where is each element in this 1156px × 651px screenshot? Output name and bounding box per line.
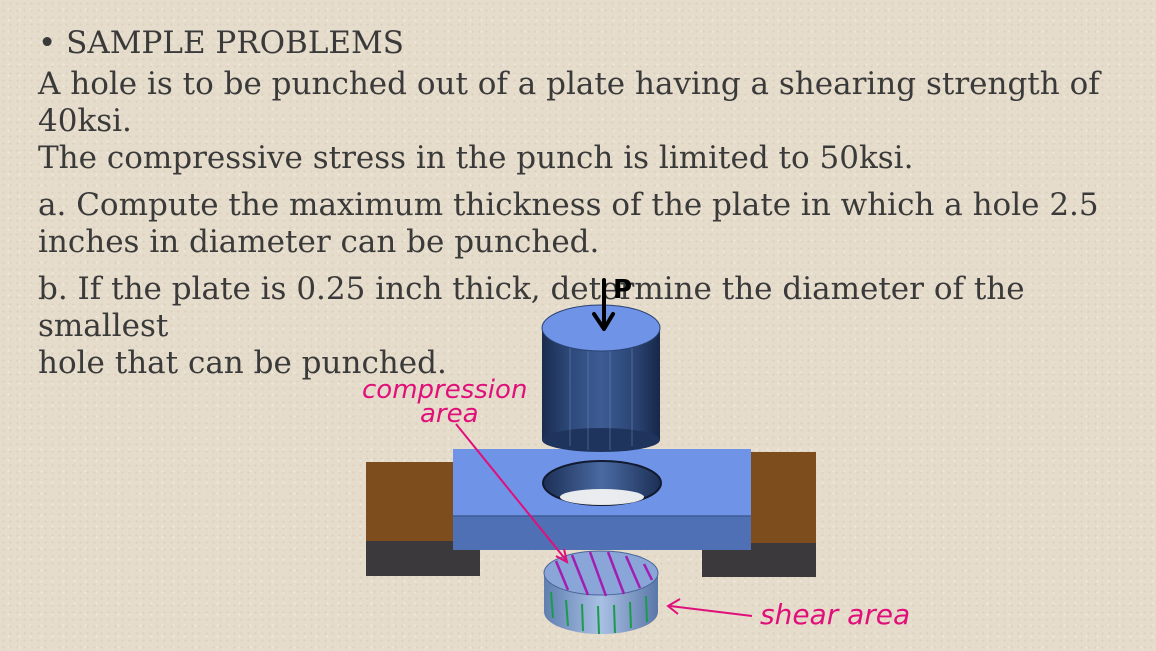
problem-statement-line-2: The compressive stress in the punch is l… (38, 140, 914, 176)
plate (453, 449, 751, 550)
load-arrow: P (592, 275, 632, 331)
problem-statement: A hole is to be punched out of a plate h… (38, 66, 1138, 177)
part-a-line-1: a. Compute the maximum thickness of the … (38, 187, 1099, 223)
load-label: P (613, 275, 632, 305)
part-b: b. If the plate is 0.25 inch thick, dete… (38, 271, 1138, 382)
part-a-line-2: inches in diameter can be punched. (38, 224, 600, 260)
compression-label-line-2: area (420, 399, 479, 429)
slide-text-block: • SAMPLE PROBLEMS A hole is to be punche… (38, 22, 1138, 392)
part-b-line-2: hole that can be punched. (38, 345, 447, 381)
problem-statement-line-1: A hole is to be punched out of a plate h… (38, 66, 1100, 139)
part-a: a. Compute the maximum thickness of the … (38, 187, 1138, 261)
compression-label-line-1: compression (362, 375, 527, 405)
slide-heading: • SAMPLE PROBLEMS (38, 25, 405, 61)
part-b-line-1: b. If the plate is 0.25 inch thick, dete… (38, 271, 1025, 344)
compression-hatch (554, 551, 654, 597)
compression-annotation: compression area (362, 375, 569, 564)
shear-annotation: shear area (666, 598, 910, 631)
punched-slug (543, 550, 659, 635)
shear-marks (550, 591, 648, 635)
shear-label: shear area (760, 598, 910, 631)
punch (541, 304, 661, 452)
